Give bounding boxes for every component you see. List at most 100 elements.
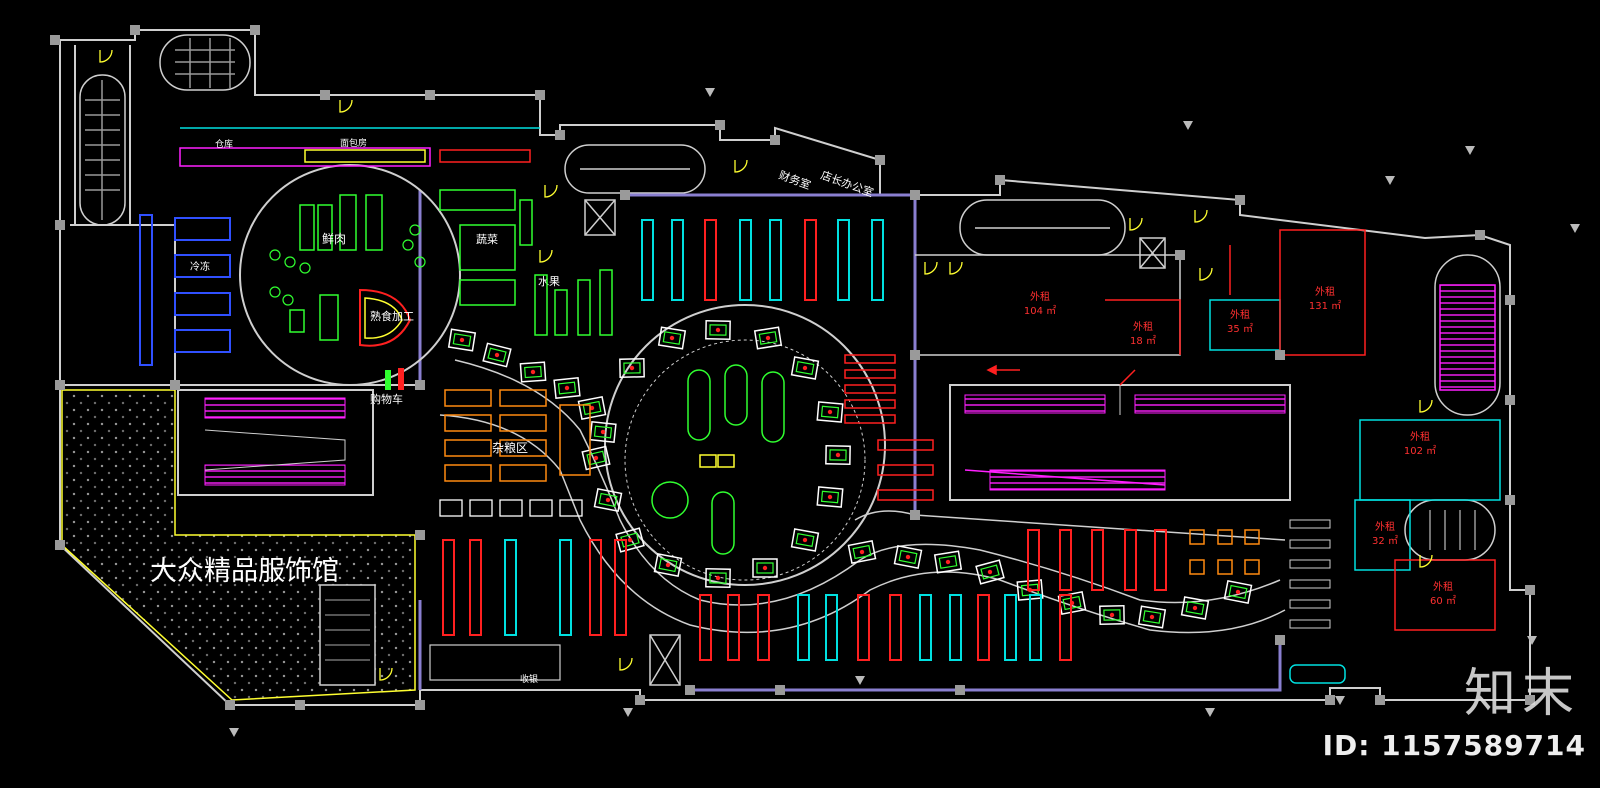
axis-markers (229, 88, 1580, 737)
shelf (804, 219, 817, 301)
promo-table-goods (829, 449, 847, 461)
promo-table (553, 376, 581, 400)
promo-table-frame (933, 550, 963, 574)
checkout-lanes (1289, 519, 1346, 684)
promo-table-mark (835, 452, 841, 458)
shelf (857, 594, 870, 661)
promo-table-frame (577, 395, 607, 421)
label-cashier: 收银 (520, 673, 538, 685)
label-cooked: 熟食加工 (370, 309, 414, 323)
promo-table (519, 361, 547, 383)
center-promotion-circle (604, 304, 886, 586)
door-swing (924, 261, 938, 275)
promo-table-frame (825, 445, 851, 465)
promo-table-frame (753, 326, 783, 350)
promo-table-mark (1109, 612, 1115, 618)
promo-table-goods (820, 490, 840, 504)
escalator-void-left (177, 389, 374, 496)
column (1505, 395, 1515, 405)
axis-marker (1335, 696, 1345, 705)
orange-stand (1189, 529, 1205, 545)
axis-marker (1527, 636, 1537, 645)
promo-table-frame (705, 320, 731, 340)
promo-table-frame (752, 558, 778, 578)
shelf (1124, 529, 1137, 591)
shelf (889, 594, 902, 661)
promo-table-mark (1149, 614, 1155, 620)
promo-table (619, 358, 645, 378)
promo-table-goods (898, 549, 918, 565)
promo-table-mark (827, 494, 833, 500)
shelf (559, 539, 572, 636)
promo-table-goods (852, 544, 872, 560)
promo-table-frame (615, 527, 645, 553)
column (55, 220, 65, 230)
column (685, 685, 695, 695)
promo-table-goods (1185, 600, 1205, 616)
promo-table-mark (987, 569, 993, 575)
promo-table (447, 328, 477, 352)
column (170, 380, 180, 390)
promo-table-goods (709, 572, 727, 584)
grocery-table (439, 499, 463, 517)
tenant-area: 18 ㎡ (1130, 335, 1156, 347)
promo-table (482, 342, 512, 368)
promo-table-goods (758, 331, 778, 345)
door-swings (99, 49, 1433, 681)
promo-table-goods (623, 362, 641, 374)
grocery-shelf (499, 414, 547, 432)
column (415, 530, 425, 540)
shelf (589, 539, 602, 636)
grocery-shelf (444, 464, 492, 482)
grocery-shelf (444, 439, 492, 457)
promo-table-mark (827, 409, 833, 415)
axis-marker (1385, 176, 1395, 185)
tenant-label: 外租 (1433, 580, 1453, 593)
promo-table-goods (452, 333, 472, 347)
tenant-units (915, 229, 1501, 631)
promo-table-mark (859, 549, 865, 555)
door-swing (949, 261, 963, 275)
back-of-house (179, 127, 540, 306)
label-vegetables: 蔬菜 (476, 233, 498, 246)
promo-table (753, 326, 783, 350)
grocery-shelf (444, 389, 492, 407)
fruit-stands (534, 269, 613, 336)
promo-table-goods (620, 532, 640, 548)
column (910, 350, 920, 360)
elevators (584, 199, 1166, 686)
tenant-label: 外租 (1133, 320, 1153, 333)
promo-table-frame (705, 568, 731, 588)
promo-table-mark (530, 369, 536, 375)
fresh-food-circle: 鲜肉 熟食加工 (239, 164, 461, 386)
promo-table-goods (557, 381, 577, 395)
promo-tables (447, 320, 1253, 629)
label-fruit: 水果 (538, 275, 560, 288)
promo-table-mark (593, 455, 599, 461)
door-swing (1199, 267, 1213, 281)
column (715, 120, 725, 130)
promo-table (816, 401, 844, 423)
promo-table (790, 356, 820, 380)
column (1525, 695, 1535, 705)
shelf (739, 219, 752, 301)
column (425, 90, 435, 100)
shelf (1059, 594, 1072, 661)
shelf (1059, 529, 1072, 591)
promo-table-frame (657, 326, 687, 350)
promo-table-frame (589, 420, 617, 444)
promo-table-goods (487, 347, 507, 363)
promo-table-mark (765, 335, 771, 341)
column (955, 685, 965, 695)
promo-table-goods (709, 324, 727, 336)
promo-table (825, 445, 851, 465)
apparel-hall: 大众精品服饰馆 (61, 389, 416, 701)
grocery-table (559, 499, 583, 517)
shelf (949, 594, 962, 661)
column (1375, 695, 1385, 705)
grocery-shelf (499, 439, 547, 457)
column (250, 25, 260, 35)
shelf (504, 539, 517, 636)
promo-table-goods (756, 562, 774, 574)
grocery-table (529, 499, 553, 517)
